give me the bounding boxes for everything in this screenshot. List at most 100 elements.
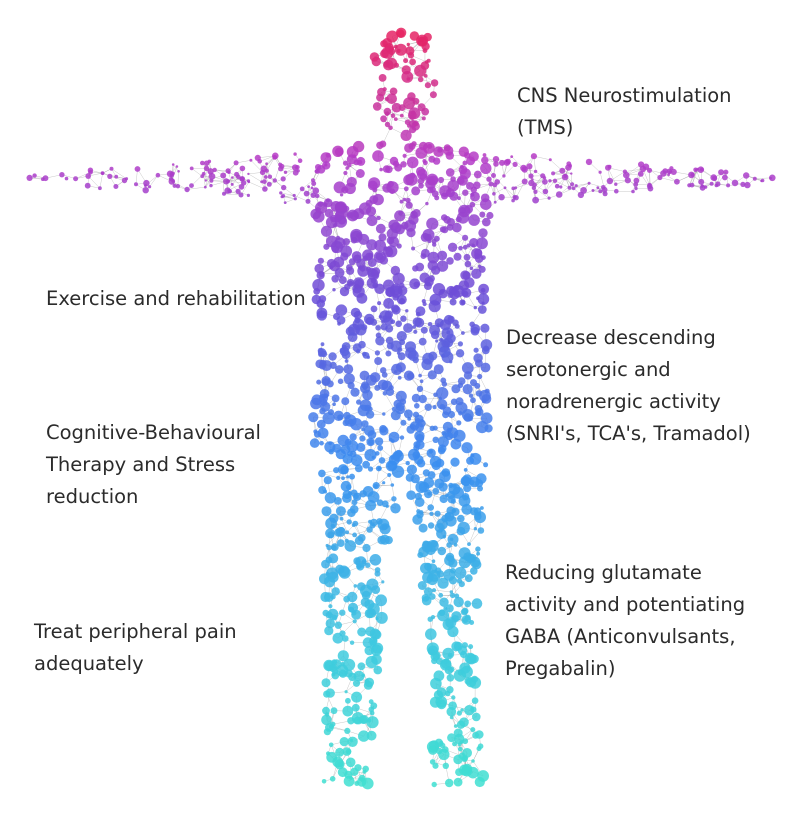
network-edge [280, 192, 295, 196]
network-node [341, 342, 351, 351]
network-node [369, 52, 380, 62]
network-node [532, 182, 537, 187]
network-node [367, 466, 374, 472]
network-node [427, 492, 431, 496]
network-node [377, 535, 387, 545]
network-node [347, 212, 354, 219]
network-node [358, 715, 368, 724]
network-node [548, 179, 552, 183]
network-node [370, 644, 383, 656]
network-node [439, 404, 446, 410]
network-node [461, 765, 473, 777]
network-node [461, 362, 474, 374]
network-node [175, 184, 181, 189]
network-node [492, 192, 496, 196]
network-node [374, 567, 381, 573]
network-node [477, 264, 482, 268]
network-node [323, 592, 334, 602]
label-decrease-descending-activity: Decrease descending serotonergic and nor… [506, 322, 751, 450]
network-node [423, 160, 428, 166]
network-node [346, 264, 353, 271]
network-node [464, 204, 474, 214]
label-line: activity and potentiating [505, 593, 746, 616]
network-node [403, 58, 409, 64]
network-node [552, 178, 558, 183]
network-node [480, 362, 491, 373]
network-node [357, 627, 367, 637]
network-node [407, 110, 417, 120]
network-node [329, 361, 337, 369]
network-node [372, 102, 382, 111]
network-node [342, 493, 352, 504]
network-node [347, 591, 358, 603]
network-node [461, 331, 465, 335]
network-node [480, 323, 490, 333]
network-node [349, 433, 357, 441]
network-node [456, 710, 462, 716]
network-node [208, 173, 216, 180]
network-node [470, 397, 476, 404]
network-node [391, 406, 397, 412]
network-node [326, 544, 332, 551]
network-node [316, 379, 322, 385]
network-node [637, 171, 644, 177]
network-node [375, 332, 382, 339]
network-node [264, 168, 269, 173]
network-node [354, 781, 360, 786]
network-node [718, 169, 725, 176]
network-edge [203, 173, 212, 186]
network-node [412, 317, 422, 327]
network-node [451, 615, 459, 623]
network-node [321, 506, 332, 517]
network-node [377, 445, 384, 451]
network-node [591, 189, 595, 192]
network-node [339, 630, 346, 637]
network-node [437, 546, 447, 556]
network-node [473, 353, 483, 363]
network-node [404, 119, 411, 125]
network-node [459, 717, 469, 727]
network-node [238, 192, 244, 198]
network-edge [533, 187, 550, 199]
network-node [363, 385, 368, 391]
network-node [257, 159, 263, 164]
network-node [555, 191, 563, 198]
network-node [391, 496, 397, 502]
network-node [475, 479, 484, 488]
label-line: Exercise and rehabilitation [46, 287, 306, 310]
network-node [303, 190, 310, 197]
network-node [409, 58, 416, 66]
network-node [442, 421, 453, 432]
network-node [473, 305, 477, 310]
network-node [570, 182, 575, 187]
network-node [331, 659, 338, 665]
network-node [378, 233, 387, 242]
network-node [356, 233, 361, 238]
network-node [457, 645, 468, 656]
network-node [349, 473, 355, 480]
network-node [403, 97, 416, 110]
network-edge [554, 180, 570, 189]
network-node [431, 190, 439, 198]
network-node [441, 338, 451, 348]
network-node [259, 169, 266, 176]
network-node [439, 659, 452, 671]
network-node [280, 176, 286, 182]
network-node [449, 191, 459, 201]
network-node [614, 182, 618, 186]
network-node [463, 253, 471, 261]
network-node [424, 587, 433, 596]
network-node [498, 194, 505, 201]
network-node [462, 160, 468, 166]
network-node [451, 695, 456, 700]
network-node [403, 186, 409, 192]
network-node [323, 489, 327, 494]
network-node [392, 450, 404, 462]
label-line: Therapy and Stress [46, 453, 236, 476]
network-node [272, 155, 278, 160]
network-node [172, 183, 177, 188]
network-node [263, 175, 268, 179]
network-node [155, 172, 161, 178]
network-node [350, 489, 358, 497]
network-node [365, 266, 371, 272]
